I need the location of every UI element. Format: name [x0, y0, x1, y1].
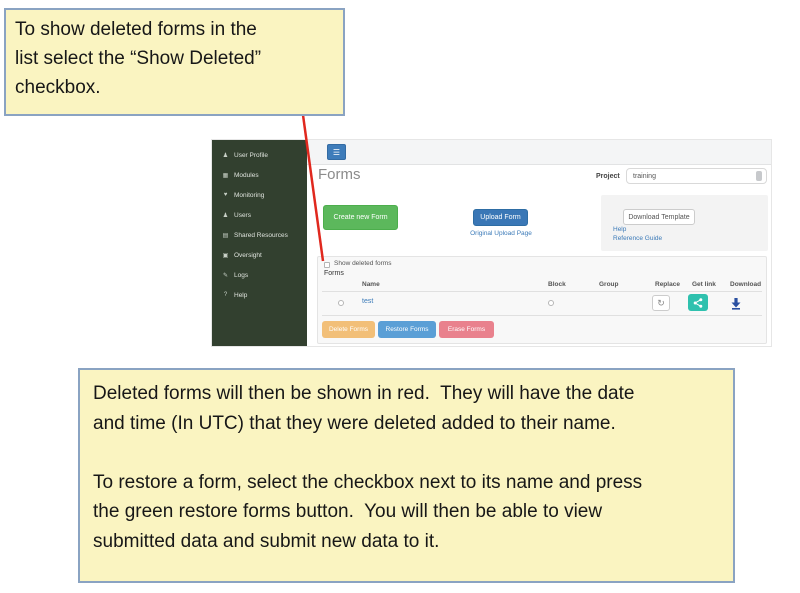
callout-restore-instructions: Deleted forms will then be shown in red.… — [78, 368, 735, 583]
table-header-divider — [322, 291, 762, 292]
monitoring-icon: ♥ — [223, 192, 228, 198]
project-select-value: training — [633, 172, 656, 180]
sidebar-item-label: Users — [234, 211, 251, 219]
logs-icon: ✎ — [222, 272, 229, 279]
reference-guide-link[interactable]: Reference Guide — [613, 235, 663, 242]
refresh-icon: ↻ — [657, 297, 665, 308]
sidebar-item-label: Oversight — [234, 251, 262, 259]
get-link-button[interactable] — [688, 294, 708, 311]
sidebar-item-shared-resources[interactable]: ▤ Shared Resources — [212, 229, 307, 241]
sidebar-item-users[interactable]: ♟ Users — [212, 209, 307, 221]
sidebar-item-help[interactable]: ? Help — [212, 289, 307, 301]
column-header-name: Name — [362, 281, 380, 288]
table-row-divider — [322, 315, 762, 316]
share-icon — [693, 297, 703, 308]
column-header-group: Group — [599, 281, 619, 288]
select-stepper-icon — [756, 171, 762, 181]
user-icon: ♟ — [222, 152, 229, 159]
row-select-checkbox[interactable] — [338, 300, 344, 306]
sidebar-item-modules[interactable]: ▦ Modules — [212, 169, 307, 181]
form-name-link[interactable]: test — [362, 298, 374, 305]
column-header-block: Block — [548, 281, 566, 288]
erase-forms-button[interactable]: Erase Forms — [439, 321, 494, 338]
sidebar-item-oversight[interactable]: ▣ Oversight — [212, 249, 307, 261]
replace-button[interactable]: ↻ — [652, 295, 670, 311]
sidebar-item-label: Shared Resources — [234, 231, 288, 239]
column-header-download: Download — [730, 281, 762, 288]
users-icon: ♟ — [222, 212, 229, 219]
restore-forms-button[interactable]: Restore Forms — [378, 321, 436, 338]
sidebar-item-label: Monitoring — [234, 191, 265, 199]
create-new-form-button[interactable]: Create new Form — [323, 205, 398, 230]
sidebar-item-monitoring[interactable]: ♥ Monitoring — [212, 189, 307, 201]
modules-icon: ▦ — [222, 172, 229, 179]
forms-section-label: Forms — [324, 270, 344, 277]
sidebar-item-label: User Profile — [234, 151, 268, 159]
sidebar-item-user-profile[interactable]: ♟ User Profile — [212, 149, 307, 161]
show-deleted-checkbox[interactable] — [324, 262, 330, 268]
upload-form-button[interactable]: Upload Form — [473, 209, 528, 226]
app-topbar — [307, 140, 771, 165]
download-template-button[interactable]: Download Template — [623, 209, 695, 225]
block-checkbox[interactable] — [548, 300, 554, 306]
column-header-replace: Replace — [655, 281, 680, 288]
hamburger-icon: ☰ — [332, 147, 341, 157]
callout-show-deleted: To show deleted forms in the list select… — [4, 8, 345, 116]
show-deleted-label: Show deleted forms — [334, 260, 392, 267]
shared-resources-icon: ▤ — [222, 232, 229, 239]
download-button[interactable] — [728, 295, 744, 311]
oversight-icon: ▣ — [222, 252, 229, 259]
menu-button[interactable]: ☰ — [327, 144, 346, 160]
sidebar-item-label: Help — [234, 291, 248, 299]
help-link[interactable]: Help — [613, 226, 627, 233]
sidebar-item-logs[interactable]: ✎ Logs — [212, 269, 307, 281]
forms-panel: Show deleted forms Forms Name Block Grou… — [317, 256, 767, 344]
help-icon: ? — [223, 292, 228, 298]
column-header-get-link: Get link — [692, 281, 716, 288]
sidebar: ♟ User Profile ▦ Modules ♥ Monitoring ♟ … — [212, 140, 307, 346]
sidebar-item-label: Modules — [234, 171, 259, 179]
project-label: Project — [596, 173, 620, 180]
app-screenshot: ☰ ♟ User Profile ▦ Modules ♥ Monitoring … — [211, 139, 772, 347]
original-upload-page-link[interactable]: Original Upload Page — [470, 230, 532, 237]
page-title: Forms — [318, 166, 361, 183]
download-icon — [731, 297, 741, 310]
delete-forms-button[interactable]: Delete Forms — [322, 321, 375, 338]
sidebar-item-label: Logs — [234, 271, 249, 279]
project-select[interactable]: training — [626, 168, 767, 184]
